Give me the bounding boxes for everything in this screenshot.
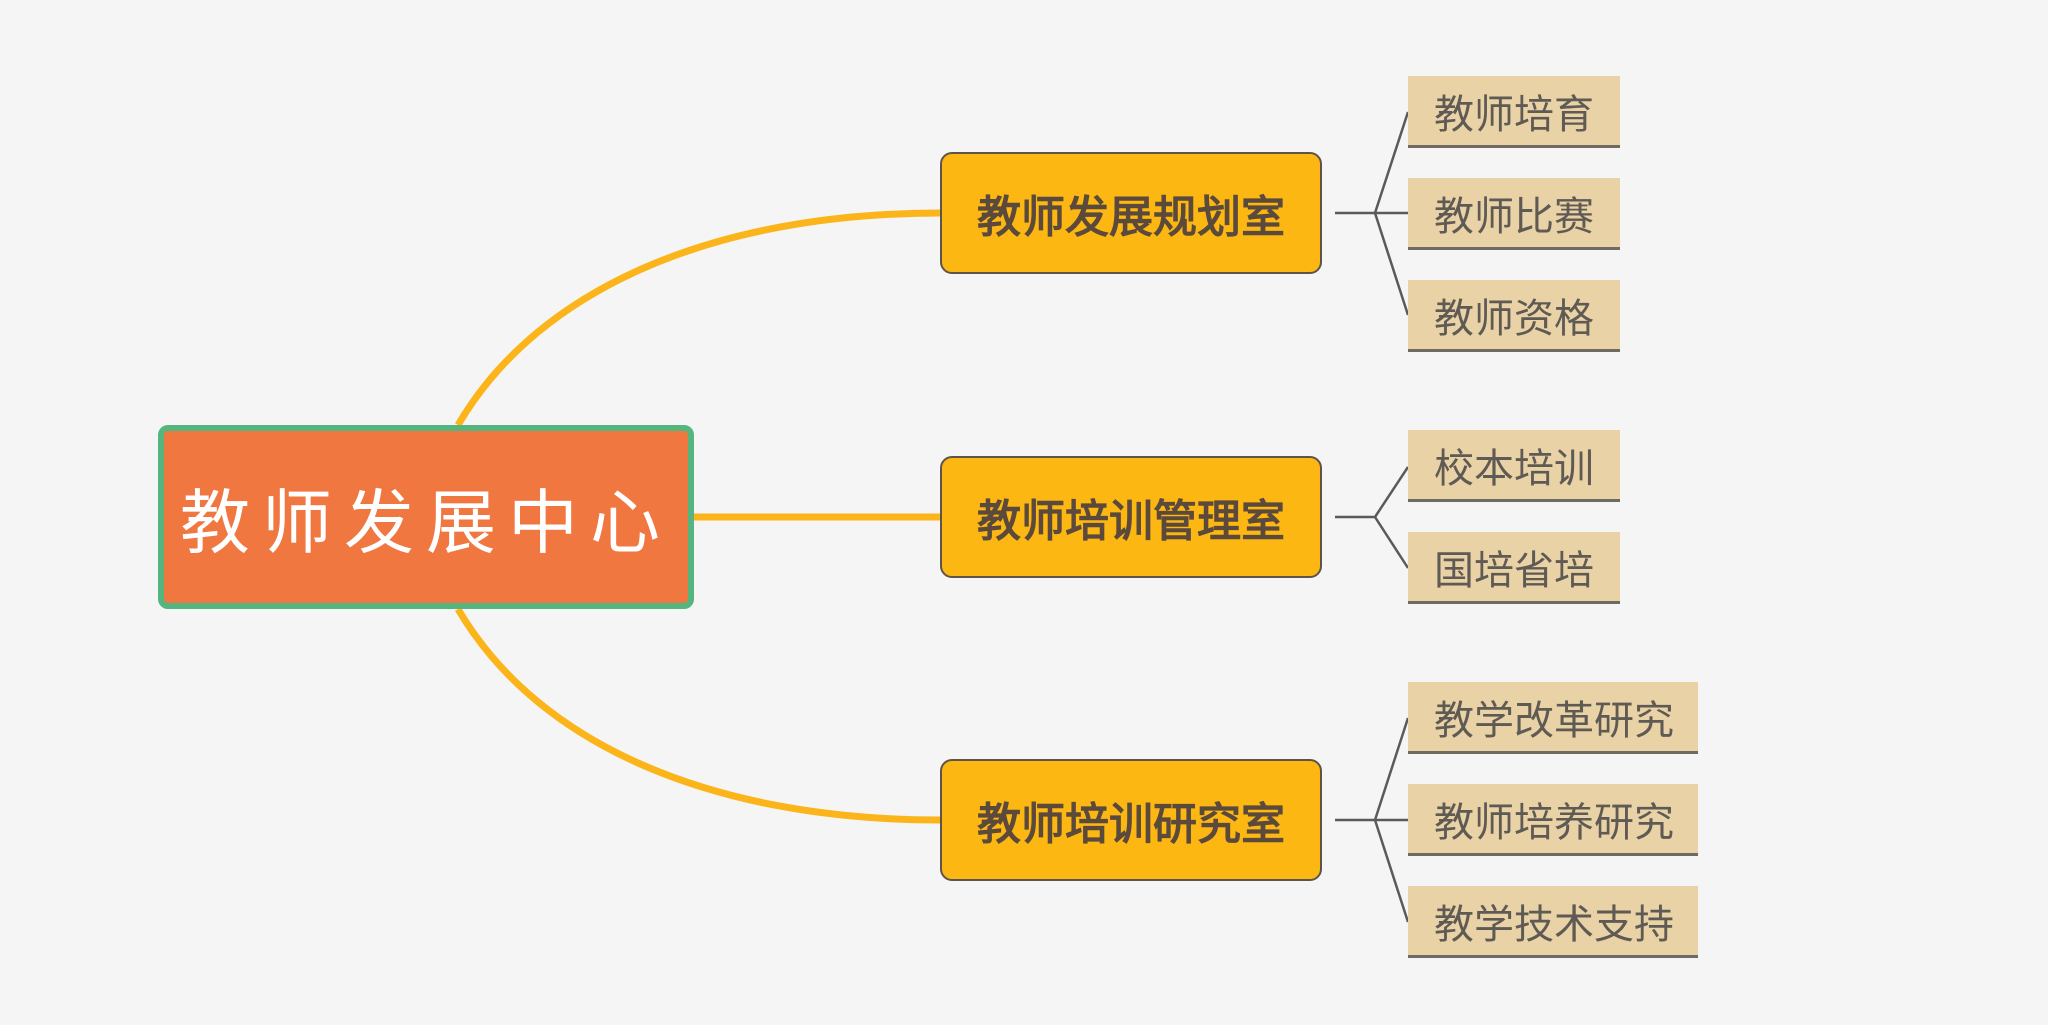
leaf-node-label: 教师比赛 [1434,193,1594,240]
branch-node-label: 教师培训管理室 [977,496,1285,547]
root-link-bottom [454,607,941,824]
leaf-node[interactable]: 教师比赛 [1408,178,1620,250]
leaf-node-label: 教学改革研究 [1434,697,1674,744]
leaf-node-label: 教学技术支持 [1434,901,1674,948]
leaf-node[interactable]: 教学技术支持 [1408,886,1698,958]
leaf-node-label: 教师培育 [1434,91,1594,138]
leaf-node-label: 教师培养研究 [1434,799,1674,846]
branch-1-connector [1335,111,1410,316]
leaf-node[interactable]: 校本培训 [1408,430,1620,502]
root-node[interactable]: 教师发展中心 [158,425,694,609]
leaf-node-label: 国培省培 [1434,547,1594,594]
branch-node-planning[interactable]: 教师发展规划室 [940,152,1322,274]
branch-node-training-research[interactable]: 教师培训研究室 [940,759,1322,881]
leaf-node-label: 校本培训 [1434,445,1594,492]
branch-node-label: 教师发展规划室 [977,192,1285,243]
leaf-node[interactable]: 教师培养研究 [1408,784,1698,856]
branch-node-label: 教师培训研究室 [977,799,1285,850]
branch-3-connector [1335,717,1410,923]
leaf-node[interactable]: 教师资格 [1408,280,1620,352]
leaf-node[interactable]: 教师培育 [1408,76,1620,148]
leaf-node[interactable]: 国培省培 [1408,532,1620,604]
leaf-node[interactable]: 教学改革研究 [1408,682,1698,754]
root-node-label: 教师发展中心 [180,481,672,564]
branch-2-connector [1335,466,1410,569]
branch-node-training-management[interactable]: 教师培训管理室 [940,456,1322,578]
root-link-top [454,209,941,427]
leaf-node-label: 教师资格 [1434,295,1594,342]
